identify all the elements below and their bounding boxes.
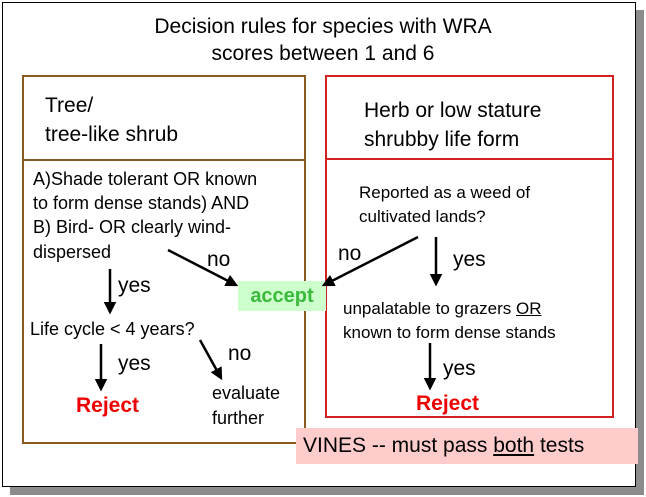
accept-label: accept	[238, 281, 326, 311]
tree-criteria-line-3: B) Bird- OR clearly wind-	[33, 217, 232, 237]
herb-question-2-or: OR	[515, 299, 542, 318]
vines-prefix: VINES -- must pass	[303, 434, 488, 457]
vines-note: VINES -- must pass both tests	[296, 428, 638, 464]
herb-question-1-line-1: Reported as a weed of	[359, 183, 531, 202]
tree-criteria-line-2: to form dense stands) AND	[33, 193, 250, 213]
vines-suffix: tests	[539, 434, 585, 457]
arrow-life-no-to-evaluate	[198, 339, 223, 381]
herb-yes-label-1: yes	[453, 248, 486, 271]
tree-heading-line-2: tree-like shrub	[45, 123, 179, 146]
herb-reject-label: Reject	[416, 392, 480, 415]
tree-box	[22, 75, 306, 444]
tree-box-divider	[22, 159, 306, 161]
title-line-1: Decision rules for species with WRA	[154, 15, 492, 38]
herb-question-2-line-2: known to form dense stands	[343, 323, 556, 342]
herb-box-divider	[325, 158, 614, 160]
arrow-tree-no-to-accept	[167, 248, 239, 287]
herb-question-2-line-1: unpalatable to grazers OR	[343, 297, 541, 320]
tree-evaluate-line-1: evaluate	[212, 383, 281, 403]
herb-question-1-line-2: cultivated lands?	[359, 207, 486, 226]
arrow-herb-no-to-accept	[321, 235, 419, 287]
tree-yes-label-2: yes	[118, 352, 151, 375]
herb-heading-line-2: shrubby life form	[364, 128, 520, 151]
tree-yes-label-1: yes	[118, 274, 151, 297]
herb-question-2-part-1: unpalatable to grazers	[343, 299, 512, 318]
tree-criteria-line-4: dispersed	[33, 242, 112, 262]
slide-frame	[2, 2, 636, 487]
tree-evaluate-line-2: further	[212, 408, 265, 428]
herb-box	[325, 75, 614, 418]
tree-no-label-2: no	[228, 342, 252, 365]
herb-yes-label-2: yes	[443, 357, 476, 380]
tree-reject-label: Reject	[76, 394, 140, 417]
tree-question-2: Life cycle < 4 years?	[30, 319, 195, 339]
tree-criteria-line-1: A)Shade tolerant OR known	[33, 169, 258, 189]
tree-heading-line-1: Tree/	[45, 94, 94, 117]
tree-no-label-1: no	[207, 248, 231, 271]
page-title: Decision rules for species with WRA scor…	[0, 13, 646, 67]
vines-emphasis: both	[493, 434, 535, 457]
title-line-2: scores between 1 and 6	[211, 42, 435, 65]
herb-heading-line-1: Herb or low stature	[364, 99, 542, 122]
herb-no-label: no	[338, 242, 362, 265]
